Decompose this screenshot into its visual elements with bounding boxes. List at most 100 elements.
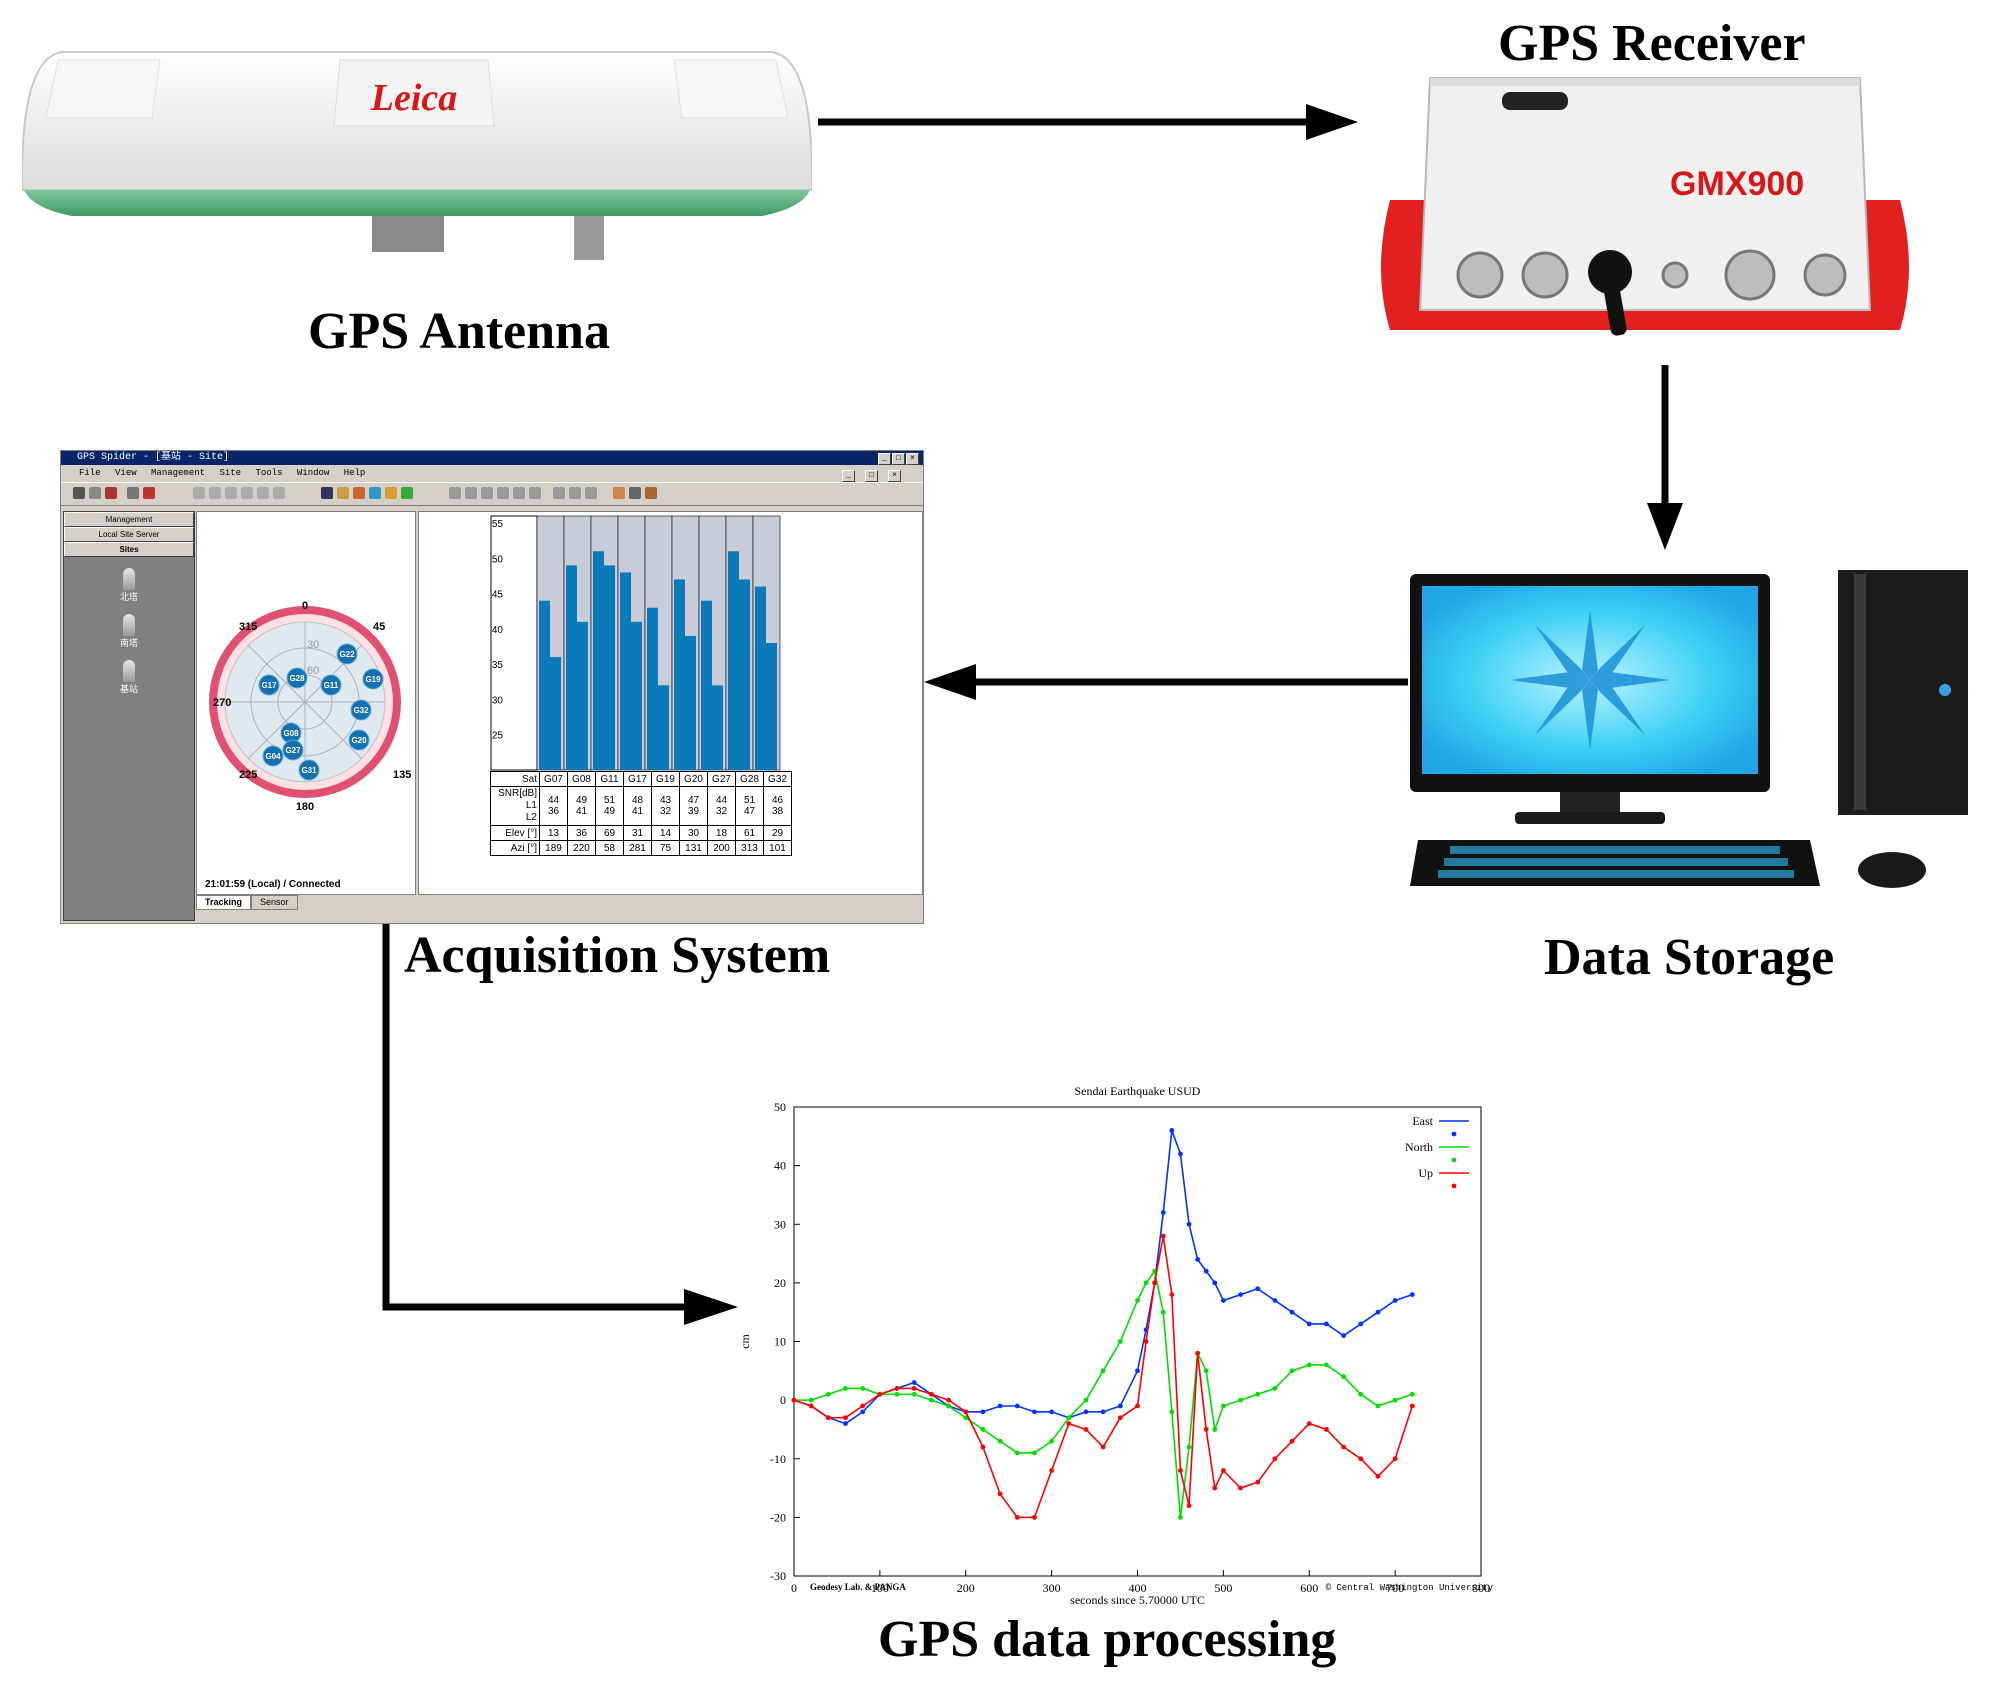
arrowhead-acquisition <box>924 664 976 700</box>
mdi-minimize-button[interactable]: _ <box>842 470 855 482</box>
site-item[interactable]: 北塔 <box>112 568 146 603</box>
data-point-north <box>825 1391 831 1397</box>
menu-help[interactable]: Help <box>343 468 366 478</box>
tab-sensor[interactable]: Sensor <box>251 895 298 910</box>
satellite-label: G04 <box>265 752 281 761</box>
refresh-icon[interactable] <box>273 487 285 499</box>
sat-cell: G28 <box>735 771 764 787</box>
management-button[interactable]: Management <box>64 512 194 527</box>
data-point-east <box>1160 1210 1166 1215</box>
data-point-up <box>1324 1427 1329 1432</box>
x-tick-label: 800 <box>1472 1581 1490 1595</box>
sync-icon[interactable] <box>257 487 269 499</box>
data-point-east <box>1100 1409 1106 1415</box>
minimize-button[interactable]: _ <box>878 453 891 465</box>
zoom-fit-icon[interactable] <box>585 487 597 499</box>
data-point-east <box>1306 1321 1312 1327</box>
site-item[interactable]: 基站 <box>112 660 146 695</box>
satellite-label: G11 <box>324 681 339 690</box>
data-point-east <box>1049 1409 1055 1415</box>
data-point-up <box>1306 1421 1312 1426</box>
print-icon[interactable] <box>73 487 85 499</box>
leica-logo: Leica <box>370 77 458 119</box>
mdi-close-button[interactable]: × <box>888 470 901 482</box>
info-icon[interactable] <box>645 487 657 499</box>
data-point-up <box>1375 1473 1381 1479</box>
menu-file[interactable]: File <box>79 468 101 478</box>
document-icon[interactable] <box>629 487 641 499</box>
sites-button[interactable]: Sites <box>64 542 194 557</box>
data-point-north <box>1117 1339 1123 1344</box>
mdi-restore-button[interactable]: □ <box>865 470 878 482</box>
skyplot-dir-0: 0 <box>302 600 308 612</box>
x-tick-label: 100 <box>871 1581 889 1595</box>
snr-bar-l1 <box>620 572 631 770</box>
maximize-button[interactable]: □ <box>892 453 905 465</box>
menu-management[interactable]: Management <box>151 468 206 478</box>
credit-left: Geodesy Lab. & PANGA <box>810 1582 906 1592</box>
help-icon[interactable] <box>89 487 101 499</box>
data-point-north <box>963 1415 969 1421</box>
settings-icon[interactable] <box>529 487 541 499</box>
pause-icon[interactable] <box>241 487 253 499</box>
globe-icon[interactable] <box>369 487 381 499</box>
snr-bar-l1 <box>701 600 712 770</box>
zoom-out-icon[interactable] <box>569 487 581 499</box>
data-point-east <box>1083 1409 1089 1415</box>
data-point-north <box>1392 1397 1398 1403</box>
satellite-icon[interactable] <box>353 487 365 499</box>
data-point-up <box>1117 1415 1123 1421</box>
menu-site[interactable]: Site <box>219 468 242 478</box>
data-point-east <box>1255 1286 1261 1292</box>
credit-right: © Central Washington University <box>1326 1583 1494 1593</box>
data-point-north <box>1272 1386 1278 1391</box>
skyplot-dir-135: 135 <box>393 769 411 781</box>
tool-icon[interactable] <box>497 487 509 499</box>
y-tick-label: -10 <box>770 1452 786 1466</box>
book-icon[interactable] <box>105 487 117 499</box>
bell-icon[interactable] <box>385 487 397 499</box>
cube-icon[interactable] <box>321 487 333 499</box>
play-icon[interactable] <box>225 487 237 499</box>
antenna-icon[interactable] <box>337 487 349 499</box>
azi-cell: 200 <box>707 840 736 856</box>
forward-icon[interactable] <box>209 487 221 499</box>
tree-icon[interactable] <box>401 487 413 499</box>
local-site-server-button[interactable]: Local Site Server <box>64 527 194 542</box>
data-storage-computer-image <box>1410 570 1968 888</box>
data-point-east <box>1238 1292 1243 1297</box>
x-tick-label: 0 <box>791 1581 797 1595</box>
data-point-north <box>1212 1427 1218 1432</box>
x-tick-label: 300 <box>1043 1581 1061 1595</box>
site-item[interactable]: 南塔 <box>112 614 146 649</box>
close-button[interactable]: × <box>906 453 919 465</box>
label-data-storage: Data Storage <box>1544 929 1835 986</box>
menu-window[interactable]: Window <box>296 468 330 478</box>
zoom-in-icon[interactable] <box>553 487 565 499</box>
data-point-up <box>1178 1468 1183 1473</box>
sat-cell: G17 <box>623 771 652 787</box>
play-record-icon[interactable] <box>449 487 461 499</box>
label-acquisition-system: Acquisition System <box>404 927 831 984</box>
clock-icon[interactable] <box>513 487 525 499</box>
data-point-up <box>1032 1514 1037 1520</box>
skip-icon[interactable] <box>481 487 493 499</box>
snr-bar-l2 <box>712 685 723 770</box>
wand-icon[interactable] <box>613 487 625 499</box>
legend-marker <box>1451 1131 1457 1137</box>
snr-tick-label: 40 <box>492 625 504 636</box>
snr-bar-l1 <box>566 565 577 770</box>
data-point-east <box>1195 1257 1201 1262</box>
tab-tracking[interactable]: Tracking <box>196 895 252 910</box>
rewind-icon[interactable] <box>193 487 205 499</box>
arrow-acquisition-to-processing <box>382 922 690 1311</box>
menu-tools[interactable]: Tools <box>255 468 283 478</box>
stop-icon[interactable] <box>143 487 155 499</box>
stop-record-icon[interactable] <box>465 487 477 499</box>
data-point-up <box>1083 1427 1089 1432</box>
menu-view[interactable]: View <box>115 468 137 478</box>
grid-icon[interactable] <box>127 487 139 499</box>
data-point-up <box>1341 1444 1346 1450</box>
